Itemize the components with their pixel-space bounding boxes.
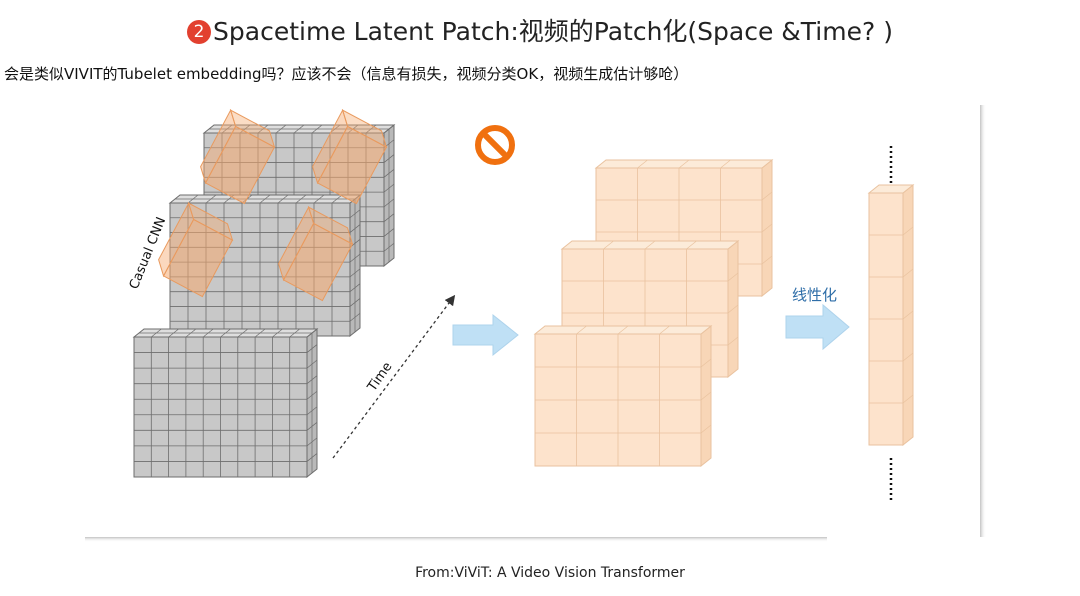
tubelet-4 (278, 205, 354, 302)
tubelet-3 (158, 201, 234, 298)
prohibited-icon (475, 125, 515, 165)
latent-patch-layer-3 (533, 324, 713, 468)
linear-token-sequence (867, 183, 915, 447)
frame-shadow-bottom (85, 537, 827, 542)
linearize-label: 线性化 (792, 286, 837, 304)
tubelet-2 (312, 108, 388, 205)
time-label: Time (364, 360, 395, 395)
step-number-badge: 2 (187, 20, 212, 44)
linearize-arrow (785, 303, 850, 351)
token-column (867, 183, 915, 447)
video-frame-3 (132, 327, 319, 479)
latent-patch-stack (533, 158, 774, 468)
tubelet-1 (200, 108, 276, 205)
transform-arrow (452, 313, 519, 357)
slide-subtitle: 会是类似VIVIT的Tubelet embedding吗？应该不会（信息有损失，… (4, 65, 689, 83)
frame-shadow-right (980, 105, 986, 537)
source-caption: From:ViViT: A Video Vision Transformer (415, 565, 685, 581)
slide-title-text: Spacetime Latent Patch:视频的Patch化(Space &… (213, 17, 893, 46)
tubelet-patches (158, 108, 388, 302)
